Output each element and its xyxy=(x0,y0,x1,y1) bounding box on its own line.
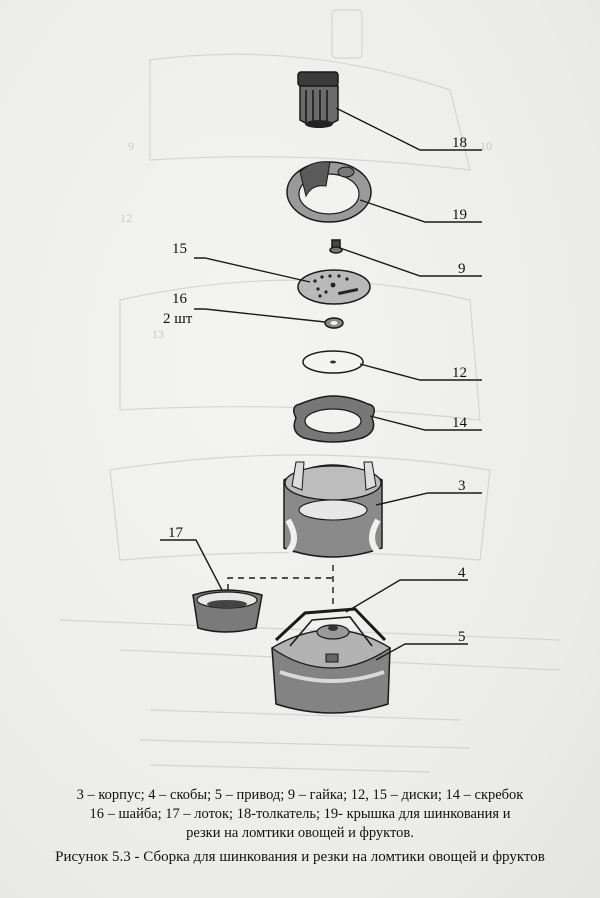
part-5-drive xyxy=(270,624,392,714)
caption-legend-line-3: резки на ломтики овощей и фруктов. xyxy=(186,825,414,841)
label-17: 17 xyxy=(168,525,184,541)
part-14-scraper xyxy=(293,395,375,443)
part-4-brackets xyxy=(274,607,387,647)
svg-text:13: 13 xyxy=(152,327,164,341)
svg-text:9: 9 xyxy=(128,139,134,153)
caption-legend-line-1: 3 – корпус; 4 – скобы; 5 – привод; 9 – г… xyxy=(76,787,524,803)
caption-legend-line-2: 16 – шайба; 17 – лоток; 18-толкатель; 19… xyxy=(89,806,511,822)
part-3-housing xyxy=(283,461,383,558)
part-12-disc xyxy=(302,350,364,374)
label-16: 16 xyxy=(172,291,188,307)
label-12: 12 xyxy=(452,365,467,381)
bleed-through-ghost: 10 9 12 13 xyxy=(59,9,561,773)
label-14: 14 xyxy=(452,415,468,431)
label-4: 4 xyxy=(458,565,466,581)
label-18: 18 xyxy=(452,135,467,151)
part-18-pusher xyxy=(297,71,339,128)
part-19-lid xyxy=(286,161,372,223)
svg-text:12: 12 xyxy=(120,211,132,225)
part-9-nut xyxy=(329,239,343,254)
part-16-washer xyxy=(324,317,344,329)
figure-title: Рисунок 5.3 - Сборка для шинкования и ре… xyxy=(55,849,545,865)
part-15-disc xyxy=(297,269,371,305)
label-9: 9 xyxy=(458,261,466,277)
alignment-dashes xyxy=(227,565,334,608)
label-3: 3 xyxy=(458,478,466,494)
svg-text:10: 10 xyxy=(480,139,492,153)
label-16-quantity: 2 шт xyxy=(163,311,193,327)
label-5: 5 xyxy=(458,629,466,645)
label-19: 19 xyxy=(452,207,467,223)
part-17-tray xyxy=(192,589,263,633)
label-15: 15 xyxy=(172,241,187,257)
leader-lines xyxy=(160,107,482,661)
